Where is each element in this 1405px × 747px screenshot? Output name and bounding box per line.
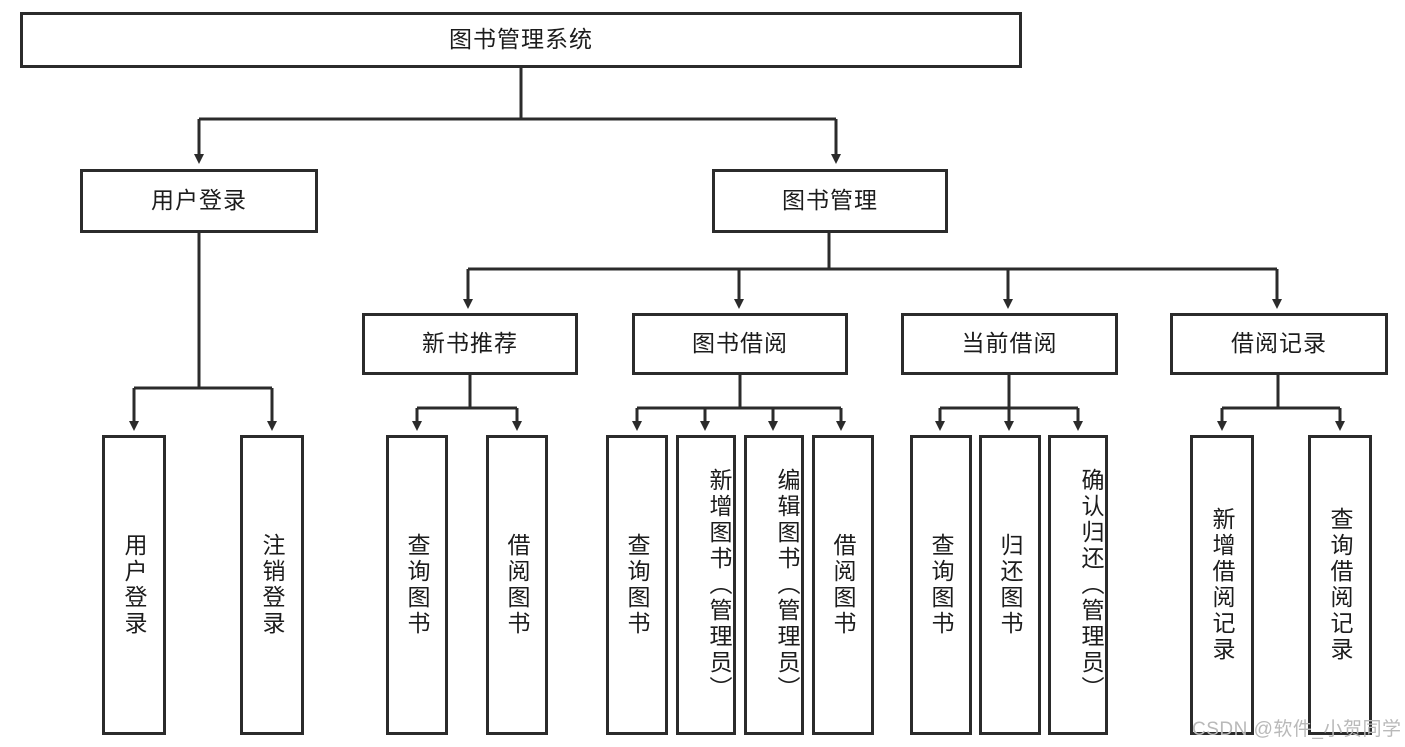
- leaf-query-book-recommend[interactable]: 查询图书: [386, 435, 448, 735]
- leaf-query-book-current[interactable]: 查询图书: [910, 435, 972, 735]
- leaf-confirm-return-admin[interactable]: 确认归还（管理员）: [1048, 435, 1108, 735]
- leaf-edit-book-admin[interactable]: 编辑图书（管理员）: [744, 435, 804, 735]
- leaf-return-book[interactable]: 归还图书: [979, 435, 1041, 735]
- leaf-add-borrow-record[interactable]: 新增借阅记录: [1190, 435, 1254, 735]
- leaf-query-borrow-record[interactable]: 查询借阅记录: [1308, 435, 1372, 735]
- csdn-watermark: CSDN @软件_小贺同学: [1192, 719, 1402, 740]
- node-book-management[interactable]: 图书管理: [712, 169, 948, 233]
- leaf-borrow-book-recommend[interactable]: 借阅图书: [486, 435, 548, 735]
- leaf-user-login[interactable]: 用户登录: [102, 435, 166, 735]
- node-new-book-recommend[interactable]: 新书推荐: [362, 313, 578, 375]
- node-current-borrow[interactable]: 当前借阅: [901, 313, 1118, 375]
- node-book-management-system[interactable]: 图书管理系统: [20, 12, 1022, 68]
- node-user-login[interactable]: 用户登录: [80, 169, 318, 233]
- node-book-borrow[interactable]: 图书借阅: [632, 313, 848, 375]
- leaf-query-book-borrow[interactable]: 查询图书: [606, 435, 668, 735]
- node-borrow-record[interactable]: 借阅记录: [1170, 313, 1388, 375]
- leaf-add-book-admin[interactable]: 新增图书（管理员）: [676, 435, 736, 735]
- leaf-logout-login[interactable]: 注销登录: [240, 435, 304, 735]
- leaf-borrow-book[interactable]: 借阅图书: [812, 435, 874, 735]
